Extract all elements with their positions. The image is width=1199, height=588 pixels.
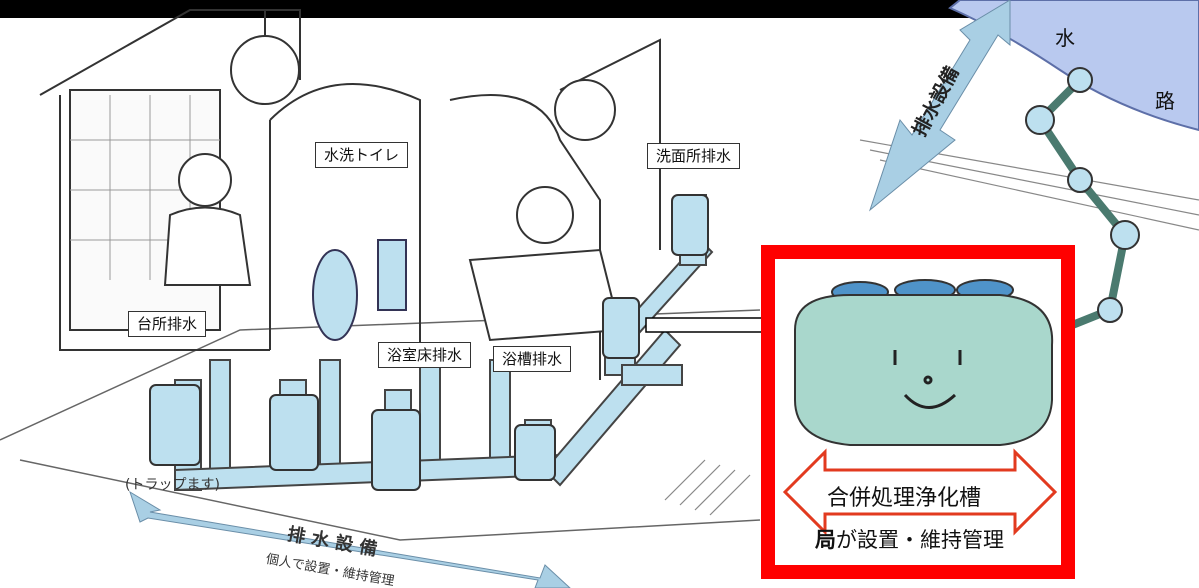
septic-tank-name: 合併処理浄化槽 <box>827 486 982 511</box>
waterway-char-2: 路 <box>1155 89 1175 113</box>
connecting-pipe <box>645 317 782 333</box>
trap-boxes <box>149 194 709 491</box>
figure-bathing-person <box>468 186 622 342</box>
tank-face <box>893 350 962 409</box>
label-flush-toilet: 水洗トイレ <box>315 142 409 168</box>
figure-kitchen-person <box>163 153 252 286</box>
waterway-char-1: 水 <box>1055 26 1075 50</box>
label-bathroom-floor-drain: 浴室床排水 <box>378 342 472 368</box>
bottom-arrow-shape <box>129 490 571 588</box>
label-washroom-drain: 洗面所排水 <box>647 143 741 169</box>
label-kitchen-drain: 台所排水 <box>128 311 207 337</box>
toilet-fixture <box>312 239 407 341</box>
figure-washroom-person <box>554 79 616 141</box>
septic-tank <box>794 279 1054 446</box>
right-arrow-shape <box>868 0 1011 212</box>
label-trap: (トラップます) <box>125 477 220 493</box>
manager-rest: が設置・維持管理 <box>836 528 1004 552</box>
septic-manager-line: 局が設置・維持管理 <box>815 524 1004 554</box>
red-double-arrow <box>782 448 1058 536</box>
manager-prefix: 局 <box>815 528 836 552</box>
top-dark-bar <box>0 0 1165 18</box>
label-bathtub-drain: 浴槽排水 <box>493 346 572 372</box>
